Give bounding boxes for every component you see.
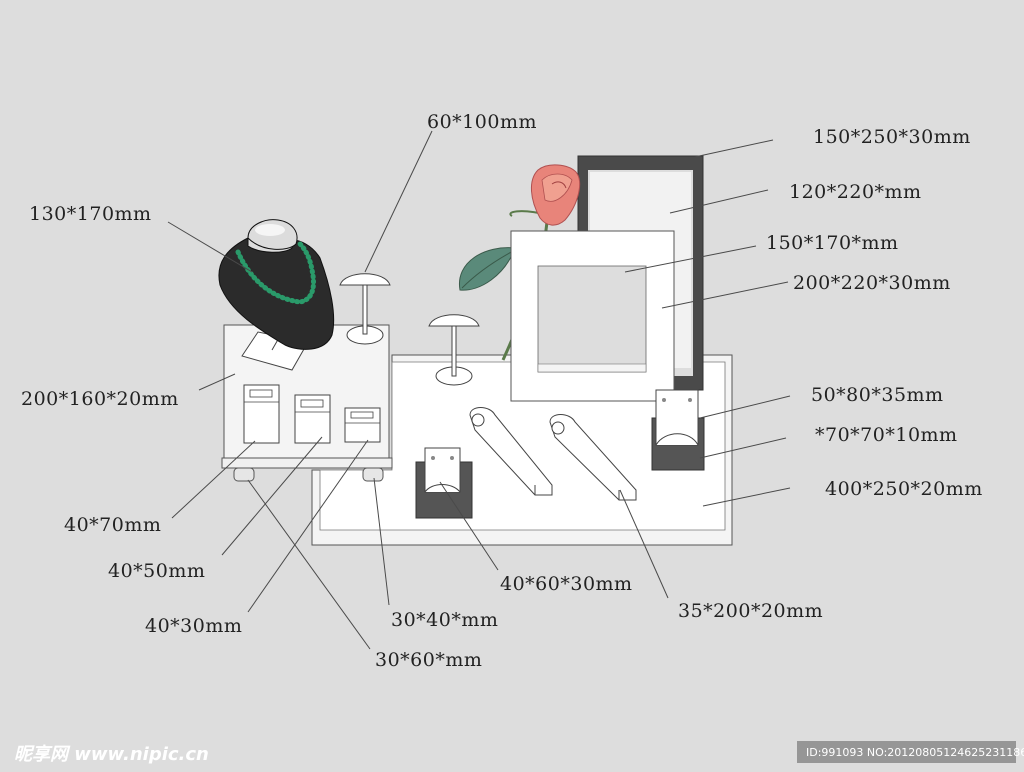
label-box-medium-size: 40*50mm [108,560,205,582]
t-stand-right [428,314,480,386]
dimension-labels: 130*170mm 60*100mm 150*250*30mm 120*220*… [21,111,983,671]
label-foot-right-size: 30*40*mm [391,609,498,631]
label-box-large-size: 40*70mm [64,514,161,536]
earring-stand-left [415,447,473,519]
earring-stand-right [651,389,705,471]
label-block-size: *70*70*10mm [815,424,958,446]
label-frame-inner-size: 120*220*mm [789,181,922,203]
label-earring-stand-size: 50*80*35mm [811,384,944,406]
label-white-frame-size: 200*220*30mm [793,272,951,294]
label-bust-size: 130*170mm [29,203,152,225]
necklace-bust [218,219,335,371]
watermark: 昵享网 www.nipic.cn ID:991093 NO:2012080512… [14,741,1024,765]
t-stand-left [339,273,391,345]
label-t-stand-size: 60*100mm [427,111,537,133]
label-tall-frame-size: 150*250*30mm [813,126,971,148]
label-bangle-rest-size: 35*200*20mm [678,600,823,622]
label-base-board-size: 400*250*20mm [825,478,983,500]
label-earring-block-size: 40*60*30mm [500,573,633,595]
label-box-small-size: 40*30mm [145,615,242,637]
label-foot-left-size: 30*60*mm [375,649,482,671]
watermark-site: 昵享网 www.nipic.cn [14,744,209,765]
bangle-rest-left [469,407,553,496]
watermark-id: ID:991093 NO:20120805124625231186 [806,746,1024,759]
label-window-size: 150*170*mm [766,232,899,254]
leader-lines [167,130,791,650]
watermark-id-bar [797,741,1016,763]
bangle-rest-right [549,414,637,501]
white-frame [510,230,675,402]
label-riser-size: 200*160*20mm [21,388,179,410]
